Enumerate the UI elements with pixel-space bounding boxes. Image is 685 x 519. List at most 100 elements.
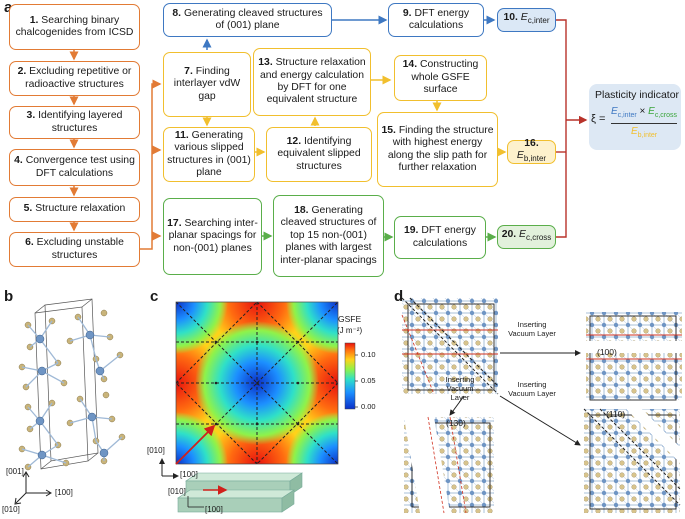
step-12-text: Identifying equivalent slipped structure… [277, 135, 361, 172]
step-19-text: DFT energy calculations [412, 225, 476, 249]
numerator: Ec,inter × Ec,cross [611, 106, 677, 119]
colorbar-title: GSFE [338, 314, 362, 324]
step-10-subscript: c,inter [527, 16, 550, 26]
step-6-text: Excluding unstable structures [36, 237, 124, 261]
den-subscript: b,inter [637, 132, 658, 139]
times-symbol: × [639, 106, 646, 117]
flowchart-connectors [69, 15, 588, 250]
step-15-number: 15. [381, 124, 396, 136]
plasticity-title: Plasticity indicator [595, 89, 680, 101]
step-13-text: Structure relaxation and energy calculat… [260, 57, 366, 106]
step-9-box: 9. DFT energy calculations [388, 3, 484, 37]
gsfe-contour-map [159, 301, 358, 513]
step-17-text: Searching inter-planar spacings for non-… [168, 217, 258, 254]
step-1-text: Searching binary chalcogenides from ICSD [15, 14, 134, 38]
plane-label-130: (130) [446, 418, 466, 428]
inserting-vacuum-label-3: Inserting Vacuum Layer [508, 380, 556, 398]
axis-label-010-b: [010] [2, 505, 20, 514]
colorbar-tick-0.00: 0.00 [361, 402, 376, 411]
step-16-number: 16. [524, 138, 539, 150]
panel-label-c: c [150, 288, 159, 305]
step-2-box: 2. Excluding repetitive or radioactive s… [9, 61, 140, 96]
step-16-box: 16. Eb,inter [507, 138, 556, 164]
step-20-number: 20. [501, 229, 517, 241]
step-5-number: 5. [23, 203, 33, 215]
step-19-box: 19. DFT energy calculations [394, 216, 486, 259]
colorbar-unit: (J m⁻²) [337, 326, 363, 335]
panel-label-a: a [4, 0, 13, 16]
step-3-text: Identifying layered structures [38, 110, 123, 134]
step-16-symbol: E [516, 150, 524, 162]
step-3-number: 3. [26, 110, 36, 122]
step-4-box: 4. Convergence test using DFT calculatio… [9, 149, 140, 186]
step-19-number: 19. [403, 225, 419, 237]
panel-label-b: b [4, 288, 14, 305]
step-9-text: DFT energy calculations [408, 7, 470, 31]
step-10-number: 10. [503, 12, 518, 24]
step-10-symbol: E [520, 12, 528, 24]
step-5-box: 5. Structure relaxation [9, 197, 140, 222]
plane-label-110: (110) [606, 409, 626, 419]
den-symbol: E [631, 126, 638, 137]
step-6-box: 6. Excluding unstable structures [9, 232, 140, 267]
step-1-number: 1. [29, 14, 39, 26]
axis-label-100-slab: [100] [205, 505, 223, 514]
step-16-subscript: b,inter [523, 154, 547, 164]
step-3-box: 3. Identifying layered structures [9, 106, 140, 139]
step-13-number: 13. [258, 57, 273, 69]
axis-label-100-b: [100] [55, 488, 73, 497]
step-20-symbol: E [519, 229, 526, 241]
plane-label-100: (100) [597, 347, 617, 357]
step-8-text: Generating cleaved structures of (001) p… [183, 7, 323, 31]
step-5-text: Structure relaxation [35, 203, 126, 215]
step-12-box: 12. Identifying equivalent slipped struc… [266, 127, 372, 182]
panel-label-d: d [394, 288, 404, 305]
step-9-number: 9. [402, 7, 412, 19]
denominator: Eb,inter [631, 126, 657, 139]
step-6-number: 6. [25, 237, 34, 249]
step-12-number: 12. [286, 135, 302, 147]
step-20-box: 20. Ec,cross [497, 225, 556, 249]
inserting-vacuum-label-2: Inserting Vacuum Layer [445, 375, 475, 402]
step-20-subscript: c,cross [525, 233, 552, 243]
step-8-box: 8. Generating cleaved structures of (001… [163, 3, 332, 37]
num-b-subscript: c,cross [654, 112, 677, 119]
axis-label-010-c: [010] [147, 446, 165, 455]
num-a-symbol: E [611, 106, 618, 117]
axis-label-010-slab: [010] [168, 487, 186, 496]
step-14-box: 14. Constructing whole GSFE surface [394, 55, 487, 101]
fraction-bar [611, 123, 677, 124]
step-14-number: 14. [402, 59, 418, 71]
step-7-box: 7. Finding interlayer vdW gap [163, 52, 251, 117]
step-13-box: 13. Structure relaxation and energy calc… [253, 48, 371, 116]
step-15-box: 15. Finding the structure with highest e… [377, 112, 498, 187]
step-11-number: 11. [174, 129, 189, 141]
step-18-number: 18. [294, 204, 309, 216]
step-11-text: Generating various slipped structures in… [167, 129, 251, 178]
colorbar-tick-0.05: 0.05 [361, 376, 376, 385]
axis-label-001: [001] [6, 467, 24, 476]
step-18-box: 18. Generating cleaved structures of top… [273, 195, 384, 277]
step-7-text: Finding interlayer vdW gap [173, 65, 241, 102]
crystal-structure-b [14, 298, 126, 505]
num-b-symbol: E [648, 106, 655, 117]
axis-label-100-c: [100] [180, 470, 198, 479]
colorbar-tick-0.10: 0.10 [361, 350, 376, 359]
step-10-box: 10. Ec,inter [497, 8, 556, 32]
step-17-number: 17. [167, 217, 182, 229]
step-4-text: Convergence test using DFT calculations [25, 155, 135, 179]
step-17-box: 17. Searching inter-planar spacings for … [163, 198, 262, 275]
xi-symbol: ξ = [591, 113, 606, 125]
inserting-vacuum-label-1: Inserting Vacuum Layer [508, 320, 556, 338]
step-8-number: 8. [172, 7, 182, 19]
step-7-number: 7. [184, 65, 193, 77]
step-11-box: 11. Generating various slipped structure… [163, 127, 255, 182]
step-1-box: 1. Searching binary chalcogenides from I… [9, 4, 140, 50]
step-2-text: Excluding repetitive or radioactive stru… [25, 66, 132, 90]
step-2-number: 2. [17, 66, 27, 78]
plasticity-indicator-box: Plasticity indicator ξ = Ec,inter × Ec,c… [589, 84, 681, 150]
step-15-text: Finding the structure with highest energ… [387, 124, 494, 173]
step-18-text: Generating cleaved structures of top 15 … [280, 204, 377, 266]
step-14-text: Constructing whole GSFE surface [411, 59, 479, 96]
num-a-subscript: c,inter [617, 112, 637, 119]
